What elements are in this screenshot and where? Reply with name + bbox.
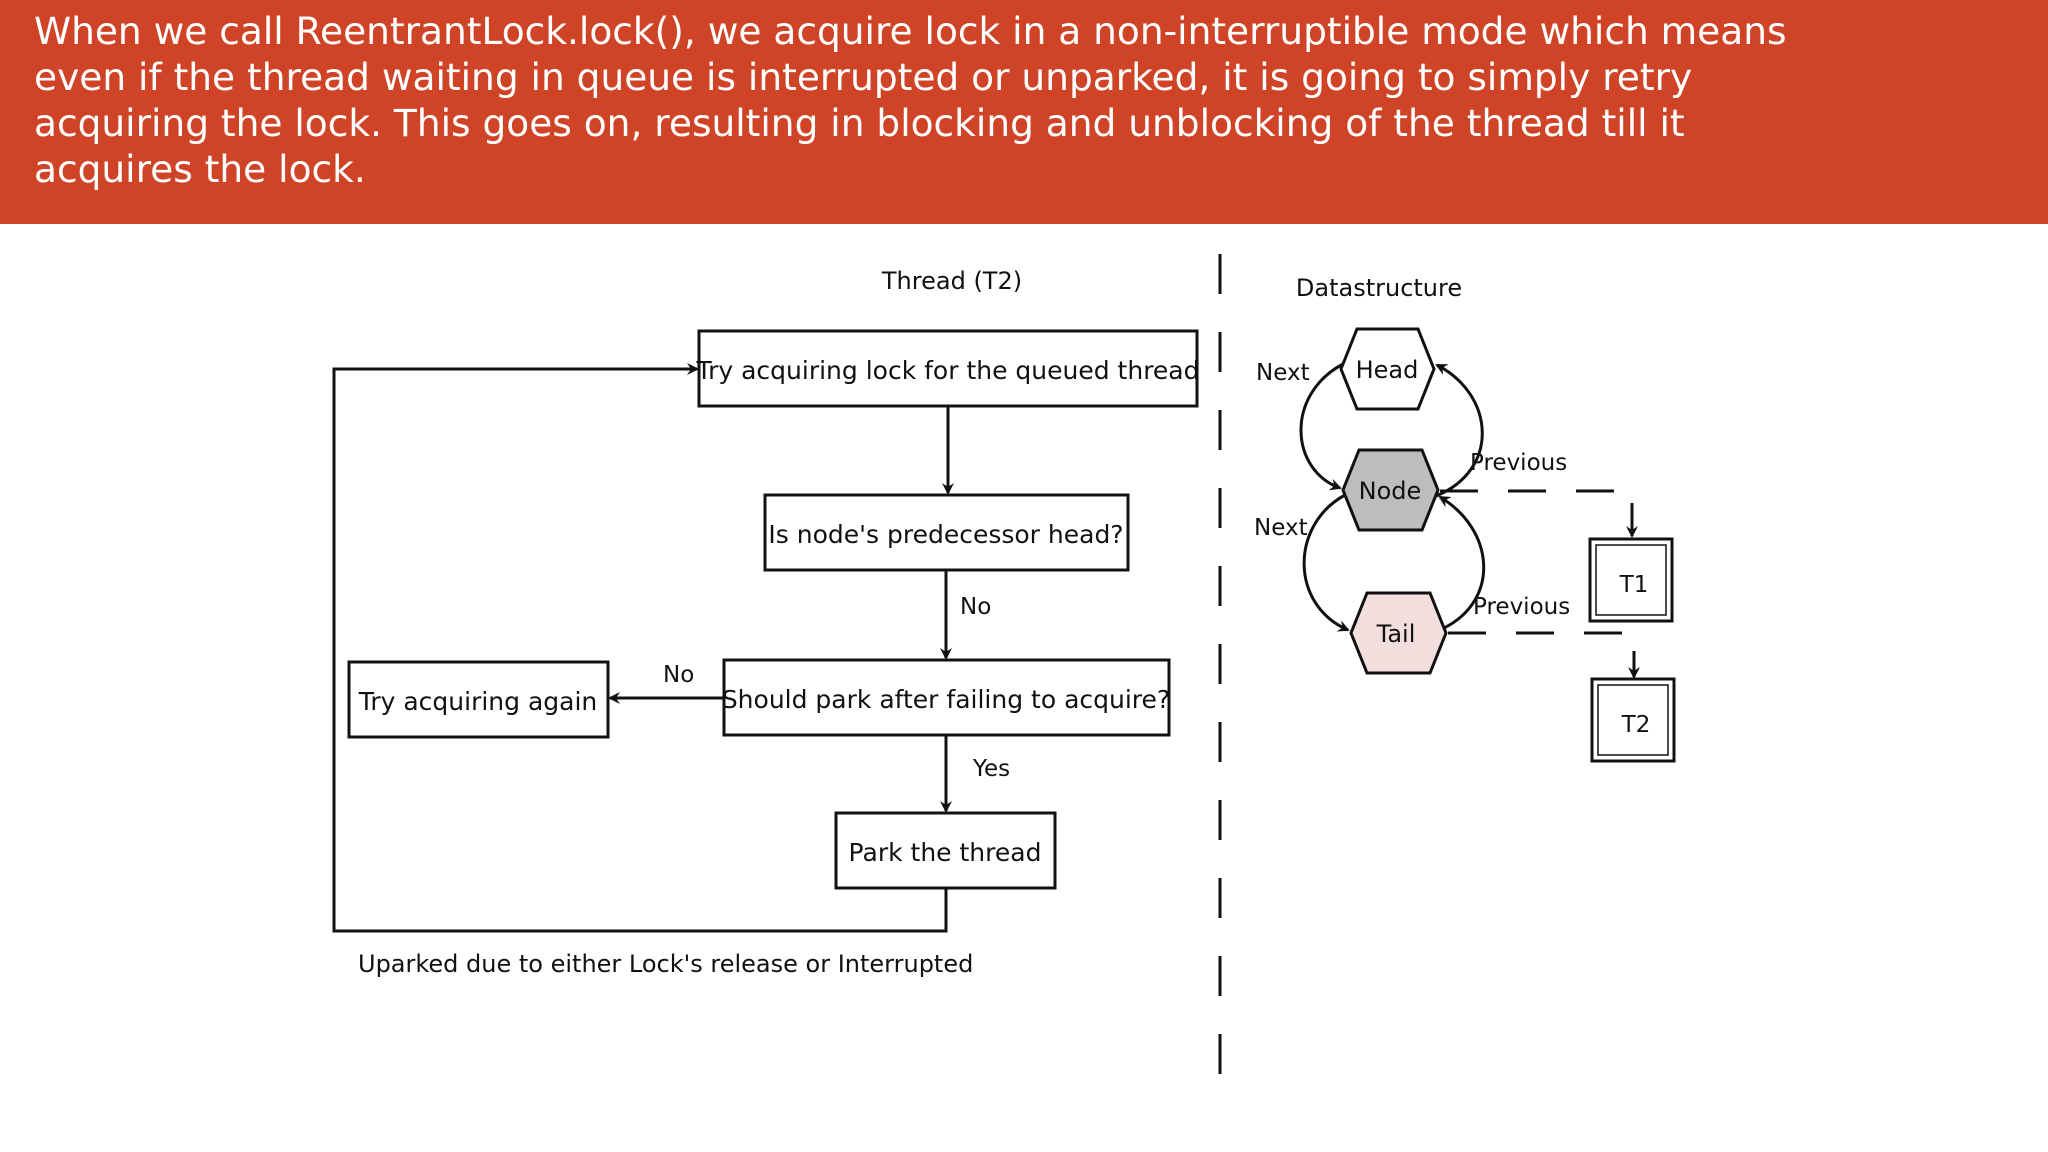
next-arrow-node-to-tail — [1302, 493, 1350, 632]
header-banner: When we call ReentrantLock.lock(), we ac… — [0, 0, 2048, 224]
edge-label-pred-no: No — [960, 594, 991, 620]
link-label-previous-1: Previous — [1470, 450, 1567, 476]
step-try-acquire: Try acquiring lock for the queued thread — [695, 329, 1200, 408]
edge-label-park-no: No — [663, 662, 694, 688]
tail-node: Tail — [1349, 591, 1448, 675]
thread-t1-box: T1 — [1588, 537, 1674, 623]
link-label-previous-2: Previous — [1473, 594, 1570, 620]
step-should-park: Should park after failing to acquire? — [722, 658, 1171, 737]
diagram: Thread (T2) Try acquiring lock for the q… — [332, 254, 1676, 1090]
link-label-next-2: Next — [1254, 515, 1308, 541]
thread-t2-label: T2 — [1621, 712, 1651, 738]
head-node: Head — [1339, 327, 1436, 411]
step-predecessor-check-label: Is node's predecessor head? — [768, 520, 1123, 549]
thread-t1-label: T1 — [1619, 572, 1649, 598]
loop-label: Uparked due to either Lock's release or … — [358, 950, 973, 978]
edge-label-park-yes: Yes — [972, 756, 1010, 782]
queue-node-label: Node — [1359, 477, 1422, 505]
dashed-link-node-to-t1 — [1440, 489, 1638, 538]
queue-node: Node — [1341, 448, 1440, 532]
previous-arrow-node-to-head — [1435, 363, 1484, 498]
previous-arrow-tail-to-node — [1438, 495, 1486, 630]
head-node-label: Head — [1356, 356, 1419, 384]
next-arrow-head-to-node — [1299, 362, 1344, 491]
link-label-next-1: Next — [1256, 360, 1310, 386]
step-predecessor-check: Is node's predecessor head? — [763, 493, 1130, 572]
step-should-park-label: Should park after failing to acquire? — [722, 685, 1170, 714]
step-try-again: Try acquiring again — [347, 660, 610, 739]
step-try-acquire-label: Try acquiring lock for the queued thread — [695, 356, 1199, 385]
arrow-loop-back — [332, 363, 948, 933]
tail-node-label: Tail — [1376, 620, 1416, 648]
datastructure-title: Datastructure — [1296, 274, 1462, 302]
thread-t2-box: T2 — [1590, 677, 1676, 763]
step-park: Park the thread — [834, 811, 1057, 890]
dashed-link-tail-to-t2 — [1448, 631, 1640, 679]
flowchart-title: Thread (T2) — [881, 267, 1022, 295]
banner-text: When we call ReentrantLock.lock(), we ac… — [34, 9, 1787, 191]
step-park-label: Park the thread — [849, 838, 1042, 867]
step-try-again-label: Try acquiring again — [358, 687, 598, 716]
